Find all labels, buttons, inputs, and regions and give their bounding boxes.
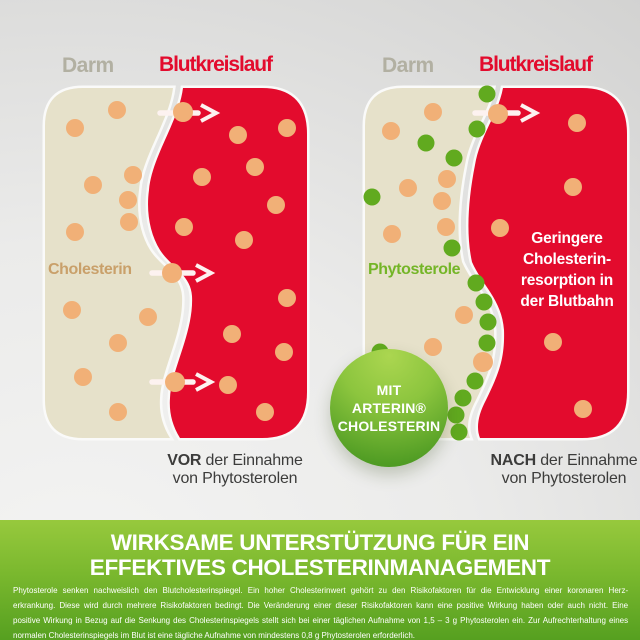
- cholesterol-dot: [165, 372, 185, 392]
- cholesterol-dot: [256, 403, 274, 421]
- bloodstream-shape: [145, 85, 310, 441]
- bloodstream-label: Blutkreislauf: [479, 53, 593, 76]
- caption-keyword: VOR: [167, 452, 202, 469]
- caption-before: VOR der Einnahme von Phytosterolen: [95, 452, 375, 488]
- panel-before-graphic: [42, 85, 310, 441]
- phytosterol-dot: [447, 406, 465, 424]
- cholesterol-dot: [175, 218, 193, 236]
- phytosterol-dot: [454, 389, 472, 407]
- bloodstream-label: Blutkreislauf: [159, 53, 273, 76]
- cholesterol-dot: [424, 103, 442, 121]
- phytosterol-dot: [445, 149, 463, 167]
- cholesterol-dot: [278, 289, 296, 307]
- cholesterol-label: Cholesterin: [48, 261, 132, 278]
- cholesterol-dot: [223, 325, 241, 343]
- cholesterol-dot: [473, 352, 493, 372]
- phytosterol-dot: [363, 188, 381, 206]
- fine-print-line: erkrankung. Diese wird durch mehrere Ris…: [13, 600, 629, 610]
- intestine-label: Darm: [382, 54, 434, 77]
- cholesterol-dot: [544, 333, 562, 351]
- cholesterol-dot: [488, 104, 508, 124]
- intestine-shape: [42, 85, 185, 441]
- cholesterol-dot: [438, 170, 456, 188]
- cholesterol-dot: [66, 119, 84, 137]
- cholesterol-dot: [63, 301, 81, 319]
- phytosterol-dot: [475, 293, 493, 311]
- particle-dots: [363, 85, 592, 441]
- cholesterol-dot: [574, 400, 592, 418]
- caption-after: NACH der Einnahme von Phytosterolen: [424, 452, 640, 488]
- cholesterol-dot: [383, 225, 401, 243]
- cholesterol-dot: [275, 343, 293, 361]
- cholesterol-dot: [229, 126, 247, 144]
- cholesterol-dot: [433, 192, 451, 210]
- cholesterol-dot: [564, 178, 582, 196]
- cholesterol-dot: [568, 114, 586, 132]
- cholesterol-dot: [120, 213, 138, 231]
- cholesterol-dot: [219, 376, 237, 394]
- phytosterol-dot: [450, 423, 468, 441]
- fine-print-line: Phytosterole senken nachweislich den Blu…: [13, 585, 629, 595]
- cholesterol-dot: [109, 403, 127, 421]
- cholesterol-dot: [193, 168, 211, 186]
- phytosterol-dot: [443, 239, 461, 257]
- banner: WIRKSAME UNTERSTÜTZUNG FÜR EIN EFFEKTIVE…: [0, 520, 640, 640]
- arterin-badge: MIT ARTERIN® CHOLESTERIN: [330, 349, 448, 467]
- badge-line3: CHOLESTERIN: [337, 418, 441, 434]
- fine-print-line: positive Wirkung in Bezug auf die Senkun…: [13, 615, 629, 625]
- diagram-svg: [42, 85, 630, 441]
- caption-line1: NACH der Einnahme: [424, 452, 640, 470]
- phytosterol-dot: [417, 134, 435, 152]
- phytosterol-dot: [467, 274, 485, 292]
- cholesterol-dot: [84, 176, 102, 194]
- cholesterol-dot: [173, 102, 193, 122]
- phytosterol-dot: [468, 120, 486, 138]
- caption-line1: VOR der Einnahme: [95, 452, 375, 470]
- intestine-label: Darm: [62, 54, 114, 77]
- cholesterol-dot: [399, 179, 417, 197]
- badge-line2: ARTERIN®: [351, 400, 427, 416]
- particle-dots: [63, 101, 296, 421]
- fine-print-line: normalen Cholesterinspiegels im Blut ist…: [13, 630, 416, 640]
- cholesterol-dot: [66, 223, 84, 241]
- caption-line2: von Phytosterolen: [501, 470, 627, 487]
- cholesterol-dot: [246, 158, 264, 176]
- cholesterol-dot: [382, 122, 400, 140]
- banner-headline: WIRKSAME UNTERSTÜTZUNG FÜR EIN EFFEKTIVE…: [89, 530, 551, 580]
- cholesterol-dot: [108, 101, 126, 119]
- cholesterol-dot: [74, 368, 92, 386]
- cholesterol-dot: [267, 196, 285, 214]
- panel-after: Darm Blutkreislauf Phytosterole Geringer…: [320, 0, 640, 520]
- fine-print: Phytosterole senken nachweislich den Blu…: [13, 583, 628, 640]
- badge-line1: MIT: [376, 382, 402, 398]
- cholesterol-dot: [491, 219, 509, 237]
- bloodstream-shape: [465, 85, 630, 441]
- panel-before: Darm Blutkreislauf Cholesterin VOR der E…: [0, 0, 320, 520]
- resorption-annotation: Geringere Cholesterin- resorption in der…: [520, 230, 614, 310]
- cholesterol-dot: [124, 166, 142, 184]
- cholesterol-dot: [162, 263, 182, 283]
- phytosterol-label: Phytosterole: [368, 261, 461, 278]
- phytosterol-dot: [478, 85, 496, 103]
- cholesterol-dot: [278, 119, 296, 137]
- caption-rest: der Einnahme: [535, 452, 638, 469]
- cholesterol-dot: [455, 306, 473, 324]
- phytosterol-dot: [479, 313, 497, 331]
- cholesterol-dot: [119, 191, 137, 209]
- caption-rest: der Einnahme: [201, 452, 303, 469]
- phytosterol-dot: [466, 372, 484, 390]
- cholesterol-dot: [139, 308, 157, 326]
- cholesterol-dot: [235, 231, 253, 249]
- cholesterol-dot: [437, 218, 455, 236]
- cholesterol-dot: [109, 334, 127, 352]
- cholesterol-dot: [424, 338, 442, 356]
- caption-keyword: NACH: [490, 452, 537, 469]
- phytosterol-dot: [478, 334, 496, 352]
- caption-line2: von Phytosterolen: [172, 470, 298, 487]
